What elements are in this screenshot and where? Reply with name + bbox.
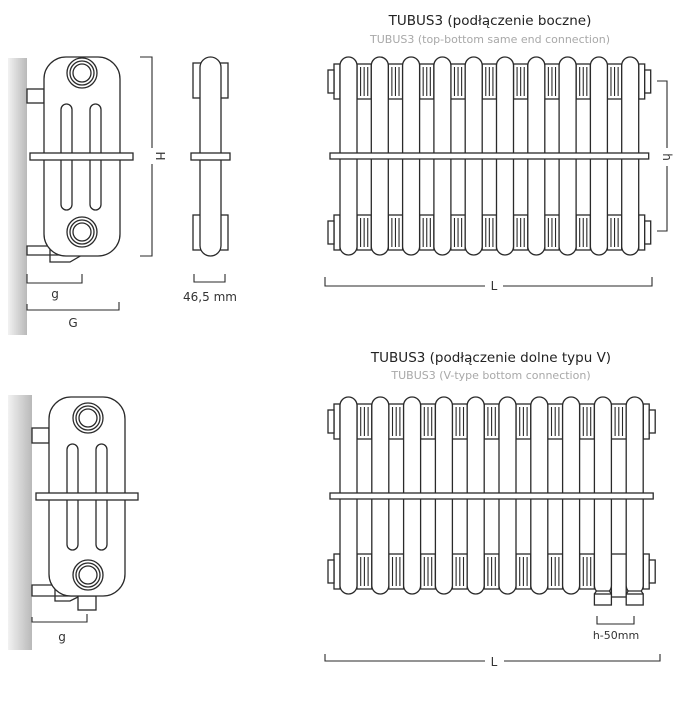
wall xyxy=(8,58,27,335)
section-subtitle-bottom: TUBUS3 (V-type bottom connection) xyxy=(390,369,590,382)
end-plug xyxy=(327,69,335,94)
side-view-bottom: g xyxy=(8,395,139,650)
bottom-valve xyxy=(593,593,613,606)
end-nipple xyxy=(642,553,650,590)
end-plug xyxy=(644,220,652,245)
end-plug xyxy=(327,220,335,245)
dim-G-label: G xyxy=(68,316,77,330)
end-nipple xyxy=(333,214,341,251)
section-title-side: TUBUS3 (podłączenie boczne) xyxy=(388,13,592,29)
section-subtitle-side: TUBUS3 (top-bottom same end connection) xyxy=(369,33,610,46)
front-section-view: 46,5 mm xyxy=(183,56,237,304)
dim-H-label: H xyxy=(153,151,167,160)
end-nipple xyxy=(333,63,341,100)
dim-section-width-label: 46,5 mm xyxy=(183,290,237,304)
dim-g-label-bottom: g xyxy=(58,630,66,644)
end-nipple xyxy=(642,403,650,440)
end-nipple xyxy=(333,553,341,590)
dim-L-label-bottom: L xyxy=(491,655,498,669)
radiator-front-v-connection xyxy=(327,396,656,606)
valve-nut xyxy=(593,590,612,595)
end-plug xyxy=(327,409,335,434)
wall xyxy=(8,395,32,650)
end-nipple xyxy=(638,214,646,251)
end-nipple xyxy=(638,63,646,100)
connector xyxy=(610,553,627,598)
end-plug xyxy=(648,409,656,434)
bottom-valve xyxy=(625,593,644,606)
dim-L-label-top: L xyxy=(491,279,498,293)
valve-nut xyxy=(625,590,644,595)
end-plug xyxy=(327,559,335,584)
dim-h-label: h xyxy=(660,153,674,161)
dim-h-50mm-label: h-50mm xyxy=(593,629,639,642)
radiator-front-side-connection xyxy=(327,56,652,256)
end-plug xyxy=(644,69,652,94)
side-view-top: H g G xyxy=(8,56,167,335)
tie-bar xyxy=(329,152,650,160)
end-plug xyxy=(648,559,656,584)
end-nipple xyxy=(333,403,341,440)
dim-g-label: g xyxy=(51,287,59,301)
section-title-bottom: TUBUS3 (podłączenie dolne typu V) xyxy=(370,350,611,366)
tie-bar xyxy=(329,492,654,500)
